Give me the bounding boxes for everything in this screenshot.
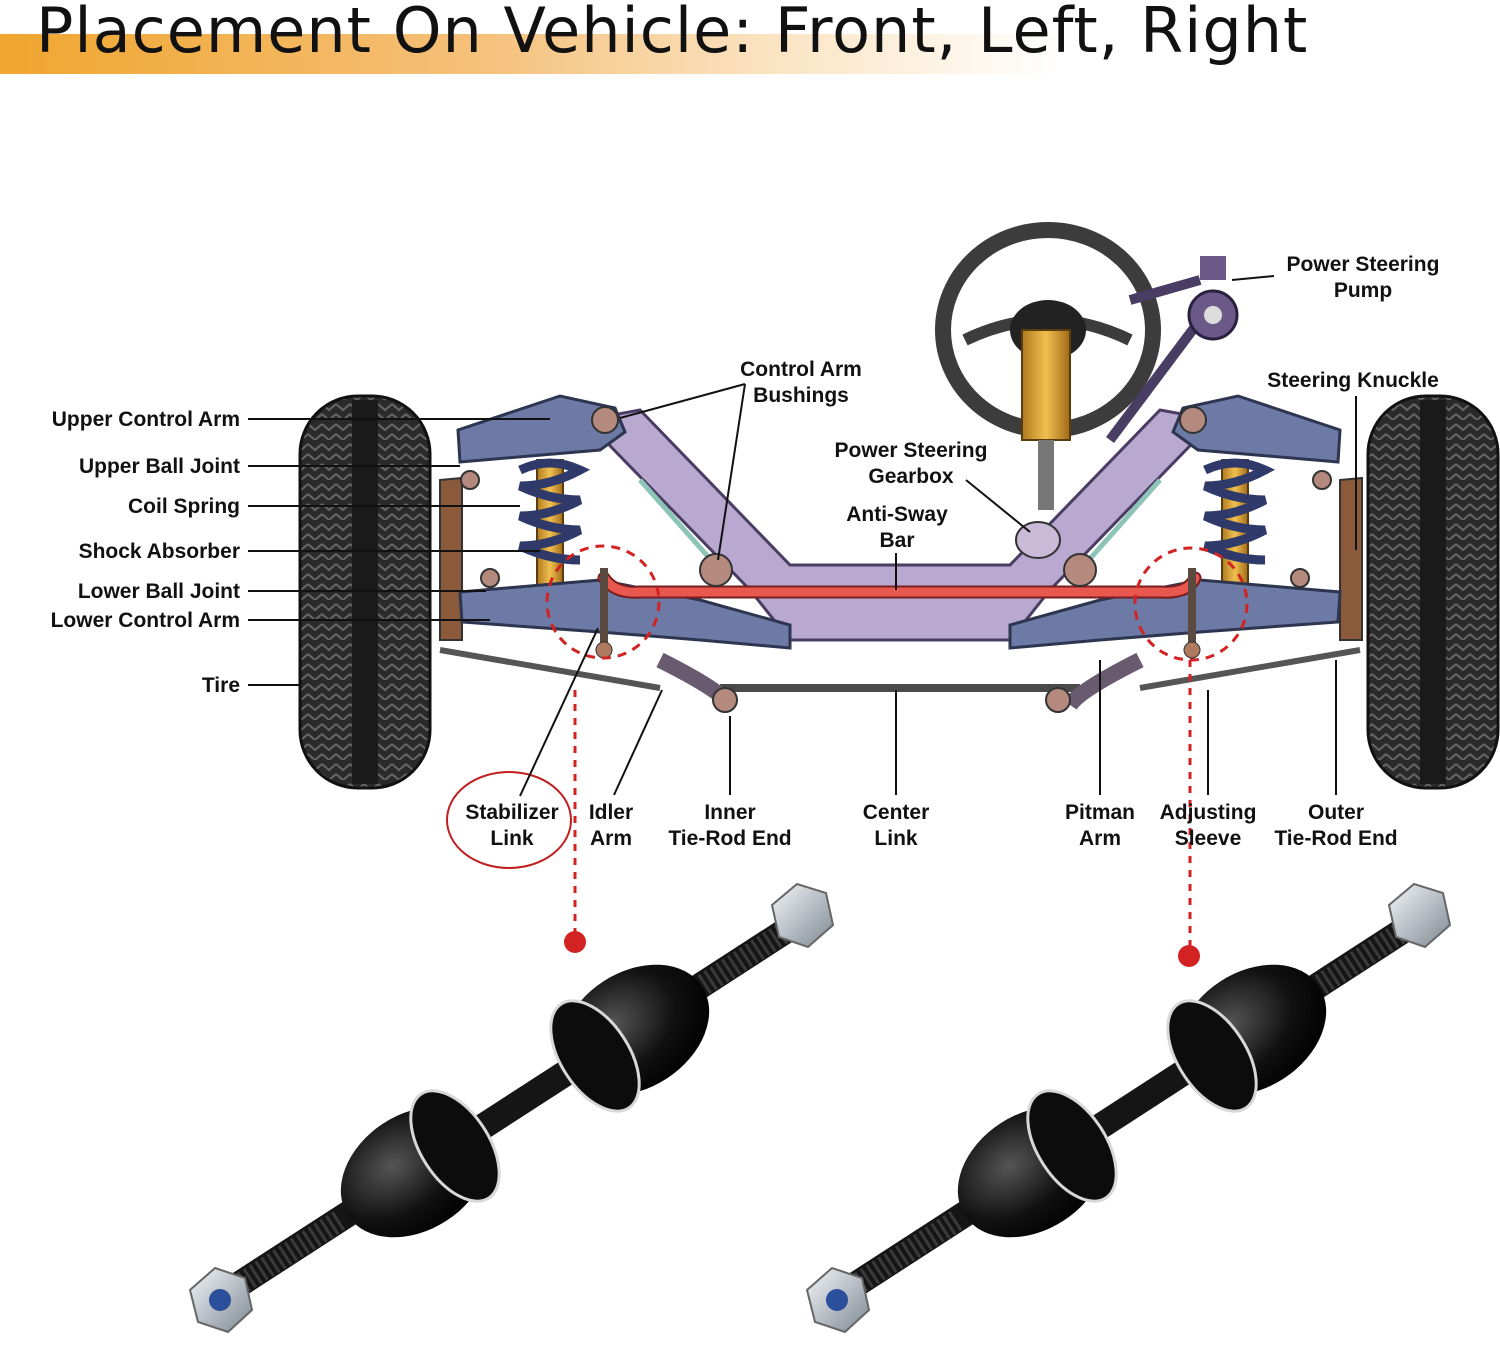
label-coil-spring: Coil Spring — [128, 495, 240, 518]
stabilizer-link-left — [595, 568, 613, 659]
label-power-steering-gearbox-2: Gearbox — [868, 465, 954, 488]
product-stabilizer-link-right — [805, 882, 1452, 1334]
label-control-arm-bushings-1: Control Arm — [740, 358, 862, 381]
steering-knuckle-left — [439, 476, 463, 641]
label-lower-control-arm: Lower Control Arm — [51, 609, 240, 632]
page-title: Placement On Vehicle: Front, Left, Right — [36, 0, 1309, 67]
callout-dot-left — [564, 931, 586, 953]
label-anti-sway-bar-2: Bar — [879, 529, 914, 552]
label-power-steering-pump-2: Pump — [1334, 279, 1392, 302]
callout-dot-right — [1178, 945, 1200, 967]
label-steering-knuckle: Steering Knuckle — [1267, 369, 1439, 392]
label-tire: Tire — [202, 674, 240, 697]
label-inner-tie-rod-end-1: Inner — [704, 801, 755, 824]
steering-column — [1021, 329, 1071, 510]
power-steering-gearbox — [1015, 521, 1061, 559]
label-shock-absorber: Shock Absorber — [79, 540, 240, 563]
label-adjusting-sleeve-1: Adjusting — [1160, 801, 1257, 824]
label-stabilizer-link-1: Stabilizer — [465, 801, 558, 824]
stabilizer-link-right — [1183, 568, 1201, 659]
label-control-arm-bushings-2: Bushings — [753, 384, 849, 407]
label-idler-arm-1: Idler — [589, 801, 633, 824]
label-outer-tie-rod-end-2: Tie-Rod End — [1274, 827, 1397, 850]
power-steering-pump — [1106, 256, 1239, 443]
stabilizer-link-highlight — [446, 771, 572, 869]
label-upper-control-arm: Upper Control Arm — [52, 408, 240, 431]
upper-control-arm-right — [1171, 394, 1342, 464]
callout-left — [545, 544, 661, 935]
coil-spring-left — [518, 458, 591, 591]
coil-spring-right — [1203, 458, 1276, 591]
label-pitman-arm-1: Pitman — [1065, 801, 1135, 824]
label-outer-tie-rod-end-1: Outer — [1308, 801, 1364, 824]
steering-linkage — [439, 647, 1361, 710]
upper-control-arm-left — [456, 394, 627, 464]
product-stabilizer-link-left — [188, 882, 835, 1334]
steering-knuckle-right — [1339, 476, 1363, 641]
label-power-steering-gearbox-1: Power Steering — [835, 439, 988, 462]
tire-right — [1366, 394, 1500, 790]
bushings — [460, 406, 1332, 713]
label-inner-tie-rod-end-2: Tie-Rod End — [668, 827, 791, 850]
title-band — [0, 34, 1060, 74]
label-anti-sway-bar-1: Anti-Sway — [846, 503, 948, 526]
label-pitman-arm-2: Arm — [1079, 827, 1121, 850]
label-lower-ball-joint: Lower Ball Joint — [78, 580, 240, 603]
label-stabilizer-link-2: Link — [490, 827, 533, 850]
label-power-steering-pump-1: Power Steering — [1287, 253, 1440, 276]
label-center-link-2: Link — [874, 827, 917, 850]
label-adjusting-sleeve-2: Sleeve — [1175, 827, 1242, 850]
leader-lines — [248, 275, 1357, 797]
label-center-link-1: Center — [863, 801, 930, 824]
callout-right — [1133, 546, 1249, 948]
label-idler-arm-2: Arm — [590, 827, 632, 850]
label-upper-ball-joint: Upper Ball Joint — [79, 455, 240, 478]
